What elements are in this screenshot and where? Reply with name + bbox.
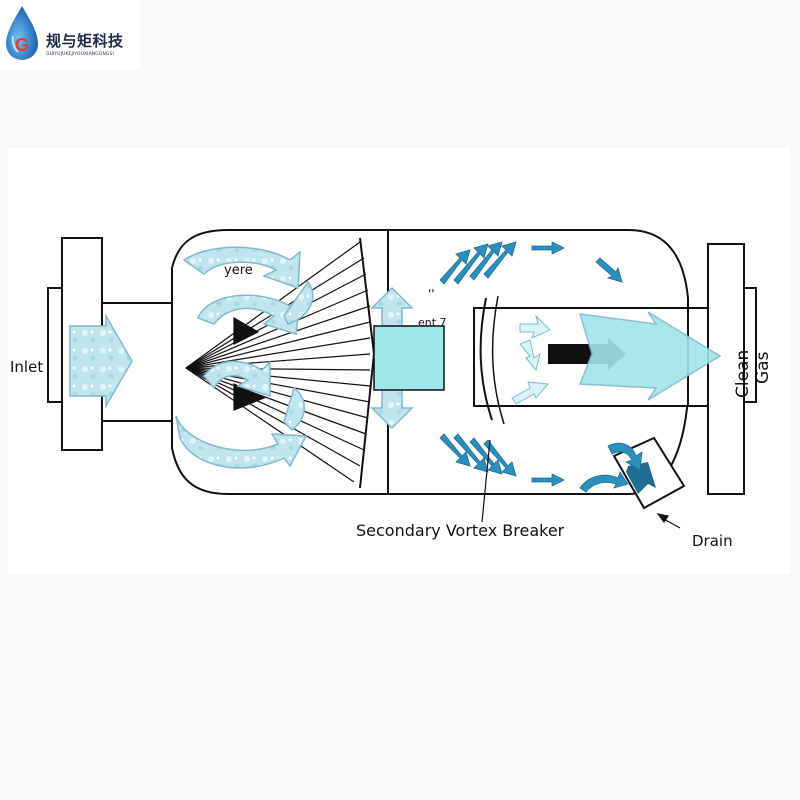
flow-direction-arrows: [439, 241, 629, 493]
company-logo: G 规与矩科技 GUIYUJUKEJIYOUXIANGONGSI: [0, 0, 140, 70]
clean-gas-flow-arrow: [578, 311, 722, 401]
diagram-panel: Inlet yere '' ent 7 Clean Gas Secondary …: [8, 148, 790, 574]
partial-label-top: yere: [224, 263, 253, 278]
clean-gas-label-line1: Clean: [733, 350, 753, 398]
drain-label: Drain: [692, 532, 733, 550]
clean-gas-label-line2: Gas: [753, 351, 773, 384]
leader-lines: [481, 439, 681, 529]
vortex-separator-diagram: Inlet yere '' ent 7 Clean Gas Secondary …: [10, 229, 773, 550]
inner-flow-arrows: [511, 314, 551, 405]
partial-label-mid2: ent 7: [418, 316, 447, 329]
vortex-finder-block: [370, 286, 445, 430]
inlet-flange: [47, 237, 173, 451]
company-subtitle: GUIYUJUKEJIYOUXIANGONGSI: [46, 52, 114, 57]
inlet-label: Inlet: [10, 358, 43, 376]
secondary-vortex-breaker-label: Secondary Vortex Breaker: [356, 521, 565, 540]
water-drop-logo-icon: G: [6, 6, 38, 60]
inlet-flow-arrow: [69, 313, 133, 409]
drain-box: [607, 436, 686, 510]
partial-label-mid1: '': [428, 287, 435, 301]
logo-letter: G: [15, 35, 29, 55]
company-name: 规与矩科技: [46, 32, 124, 50]
swirl-arrows: [175, 246, 314, 469]
